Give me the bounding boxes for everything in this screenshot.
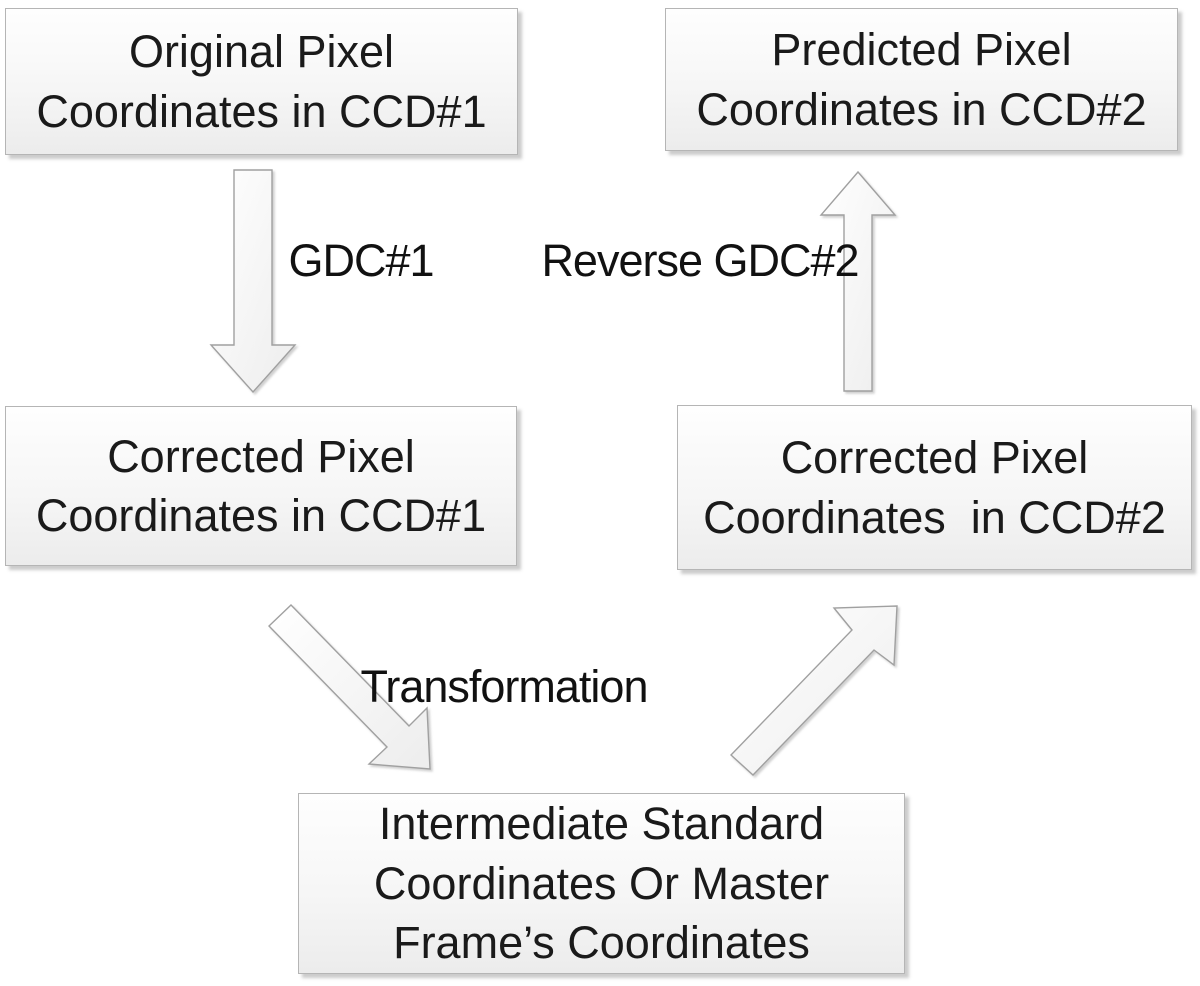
node-corrected-pixel-ccd2: Corrected Pixel Coordinates in CCD#2 [677, 405, 1192, 570]
node-predicted-pixel-ccd2-label: Predicted Pixel Coordinates in CCD#2 [696, 24, 1147, 135]
node-predicted-pixel-ccd2: Predicted Pixel Coordinates in CCD#2 [665, 8, 1178, 151]
node-original-pixel-ccd1-label: Original Pixel Coordinates in CCD#1 [36, 26, 487, 137]
node-corrected-pixel-ccd1-label: Corrected Pixel Coordinates in CCD#1 [35, 430, 487, 541]
edge-label-transformation: Transformation [360, 661, 649, 712]
edge-label-gdc1: GDC#1 [288, 235, 434, 286]
node-intermediate-standard-coordinates-label: Intermediate Standard Coordinates Or Mas… [373, 798, 842, 969]
node-original-pixel-ccd1: Original Pixel Coordinates in CCD#1 [5, 8, 518, 155]
up-right-block-arrow-transformation [729, 605, 898, 776]
edge-label-reverse-gdc2: Reverse GDC#2 [541, 235, 859, 286]
node-intermediate-standard-coordinates: Intermediate Standard Coordinates Or Mas… [298, 793, 905, 974]
node-corrected-pixel-ccd2-label: Corrected Pixel Coordinates in CCD#2 [703, 432, 1166, 543]
node-corrected-pixel-ccd1: Corrected Pixel Coordinates in CCD#1 [5, 406, 517, 566]
down-block-arrow-gdc1 [209, 169, 297, 394]
